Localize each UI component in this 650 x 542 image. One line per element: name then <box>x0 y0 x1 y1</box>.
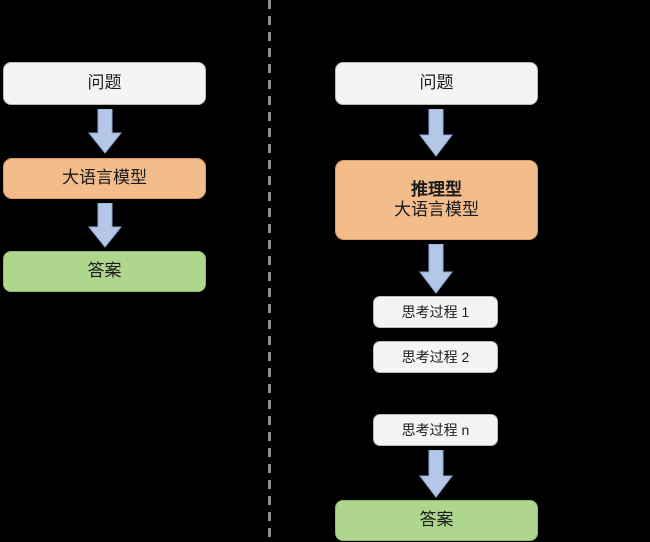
left-llm-label: 大语言模型 <box>62 168 147 188</box>
left-answer-box[interactable]: 答案 <box>3 251 206 292</box>
right-llm-box[interactable]: 推理型 大语言模型 <box>335 160 538 240</box>
left-llm-box[interactable]: 大语言模型 <box>3 158 206 199</box>
right-step-2-box[interactable]: 思考过程 2 <box>373 341 498 373</box>
right-step-n-box[interactable]: 思考过程 n <box>373 414 498 446</box>
arrow-right-stepn-to-answer <box>419 450 453 498</box>
right-llm-label-primary: 推理型 <box>411 179 462 199</box>
right-step-2-label: 思考过程 2 <box>401 348 470 365</box>
arrow-right-question-to-llm <box>419 109 453 157</box>
arrow-left-question-to-llm <box>88 109 122 154</box>
right-step-1-box[interactable]: 思考过程 1 <box>373 296 498 328</box>
right-answer-label: 答案 <box>419 510 454 530</box>
right-question-box[interactable]: 问题 <box>335 62 538 105</box>
left-question-box[interactable]: 问题 <box>3 62 206 105</box>
right-question-label: 问题 <box>419 73 454 93</box>
arrow-right-llm-to-step1 <box>419 244 453 294</box>
left-question-label: 问题 <box>87 73 122 93</box>
right-step-1-label: 思考过程 1 <box>401 303 470 320</box>
vertical-dashed-separator <box>268 0 271 542</box>
right-step-n-label: 思考过程 n <box>401 421 470 438</box>
arrow-left-llm-to-answer <box>88 203 122 248</box>
right-answer-box[interactable]: 答案 <box>335 500 538 541</box>
left-answer-label: 答案 <box>87 261 122 281</box>
right-llm-label-secondary: 大语言模型 <box>394 200 479 219</box>
